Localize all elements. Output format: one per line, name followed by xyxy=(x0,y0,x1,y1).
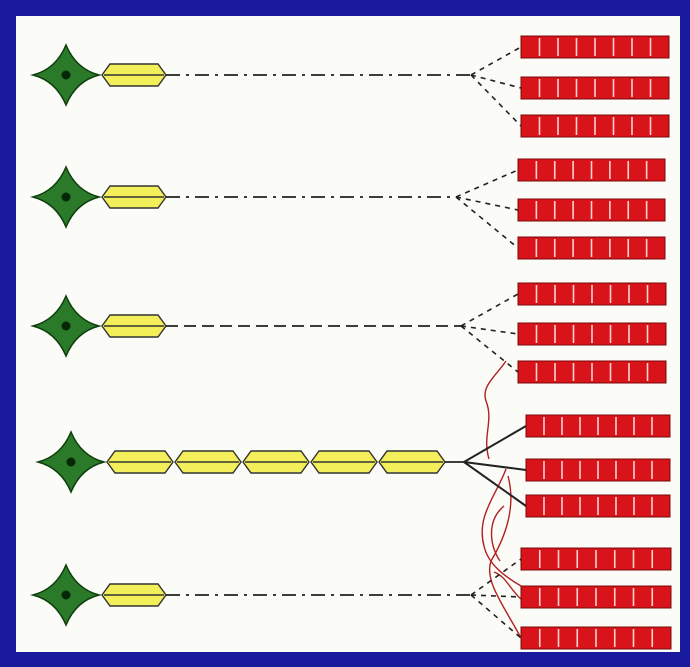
axon-branch xyxy=(463,425,527,463)
muscle-fiber xyxy=(517,158,666,182)
muscle-fiber xyxy=(520,547,672,571)
axon-branch xyxy=(455,196,519,211)
myelin-segment-icon xyxy=(101,185,167,209)
myelin-segment-icon xyxy=(378,450,446,474)
myelin-segment-icon xyxy=(101,314,167,338)
nucleus-icon xyxy=(61,321,71,331)
motor-unit xyxy=(30,165,519,249)
collateral-sprout xyxy=(493,571,522,600)
nucleus-icon xyxy=(61,590,71,600)
axon-branch xyxy=(460,325,519,373)
nucleus-icon xyxy=(66,457,76,467)
axon-branch xyxy=(455,196,519,249)
muscle-fiber xyxy=(517,282,667,306)
muscle-fiber xyxy=(525,414,671,438)
muscle-fiber xyxy=(520,114,670,138)
diagram-panel xyxy=(16,16,680,652)
motor-unit xyxy=(30,293,519,373)
muscle-fiber xyxy=(517,236,666,260)
axon-branch xyxy=(460,293,519,327)
nucleus-icon xyxy=(61,192,71,202)
muscle-fiber xyxy=(520,585,672,609)
myelin-segment-icon xyxy=(174,450,242,474)
axon-branch xyxy=(470,46,522,76)
myelin-segment-icon xyxy=(101,63,167,87)
muscle-fiber xyxy=(517,322,667,346)
myelin-segment-icon xyxy=(106,450,174,474)
muscle-fiber xyxy=(520,76,670,100)
muscle-fiber xyxy=(520,35,670,59)
axon-branch xyxy=(470,74,522,127)
collateral-sprouts xyxy=(481,360,522,639)
collateral-sprout xyxy=(481,468,522,587)
axon-branch xyxy=(455,169,519,198)
neuron-soma-icon xyxy=(30,43,102,107)
myelin-segment-icon xyxy=(310,450,378,474)
axon-branch xyxy=(470,594,522,639)
motor-unit-diagram xyxy=(30,35,672,650)
collateral-sprout xyxy=(488,475,522,639)
myelin-segment-icon xyxy=(101,583,167,607)
motor-unit xyxy=(35,425,527,507)
collateral-sprout xyxy=(484,360,507,460)
muscle-fiber xyxy=(517,198,666,222)
muscle-fiber-group xyxy=(517,35,672,650)
neuron-soma-icon xyxy=(30,294,102,358)
muscle-fiber xyxy=(525,494,671,518)
motor-unit xyxy=(30,43,522,127)
muscle-fiber xyxy=(517,360,667,384)
collateral-sprout xyxy=(490,505,505,562)
axon-branch xyxy=(470,74,522,89)
muscle-fiber xyxy=(525,458,671,482)
axon-branch xyxy=(463,461,527,471)
axon-branch xyxy=(470,558,522,596)
neuron-soma-icon xyxy=(30,165,102,229)
motor-unit xyxy=(30,558,522,639)
axon-branch xyxy=(463,461,527,507)
axon-branch xyxy=(470,594,522,598)
neuron-soma-icon xyxy=(30,563,102,627)
neuron-soma-icon xyxy=(35,430,107,494)
motor-unit-group xyxy=(30,43,527,639)
nucleus-icon xyxy=(61,70,71,80)
myelin-segment-icon xyxy=(242,450,310,474)
muscle-fiber xyxy=(520,626,672,650)
